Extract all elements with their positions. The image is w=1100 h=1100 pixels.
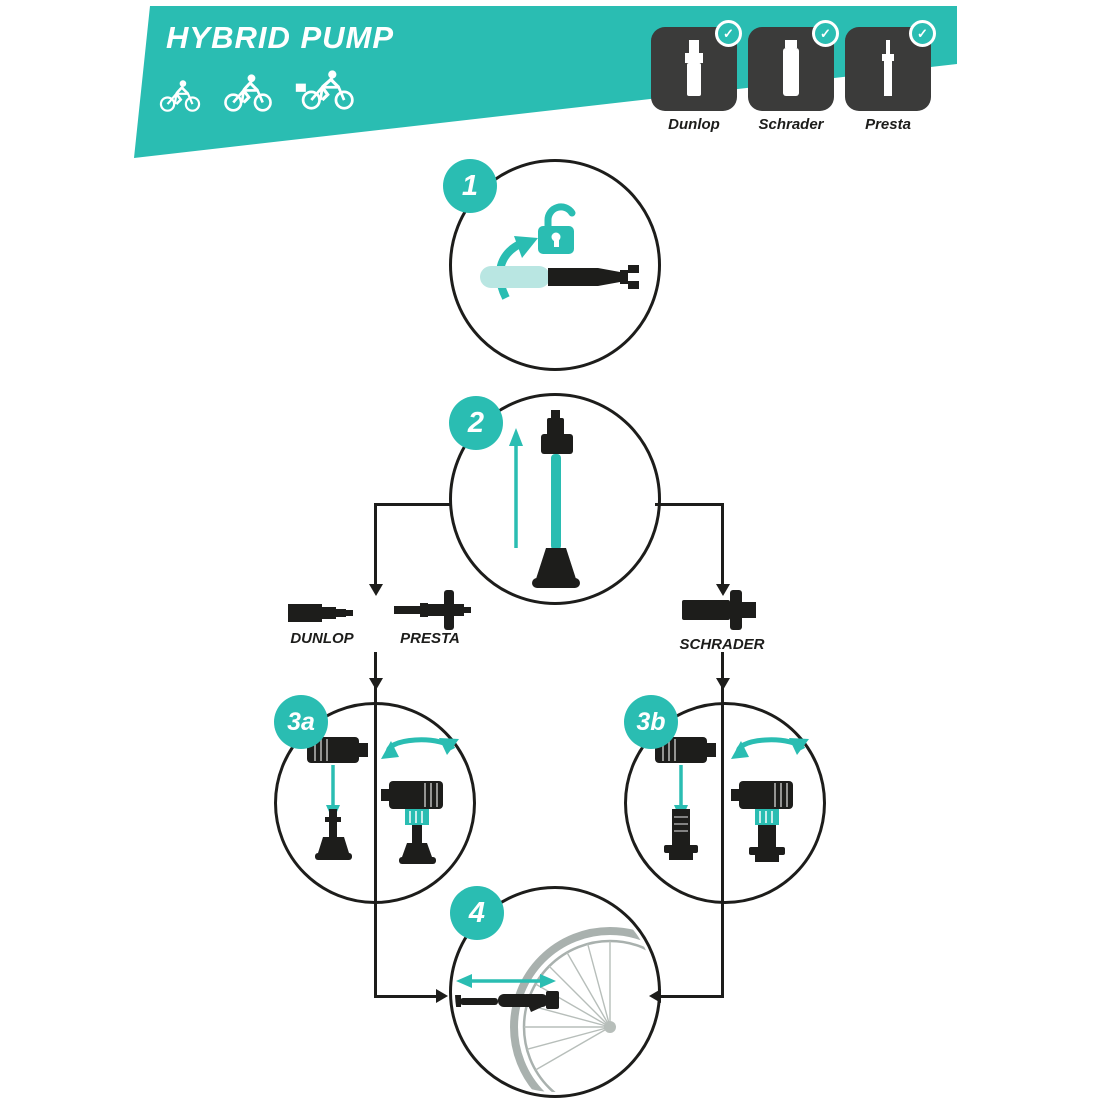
arrow-down-to-step-3a <box>369 678 383 690</box>
up-arrow-icon <box>509 428 523 548</box>
compat-box-dunlop: ✓ <box>651 20 742 111</box>
cyclist-icons <box>158 66 356 114</box>
dunlop-valve-silhouette <box>288 604 353 622</box>
compat-label-schrader: Schrader <box>758 116 824 133</box>
arrow-down-to-schrader <box>716 584 730 596</box>
connector-left-vertical <box>374 503 377 585</box>
arrow-right-to-step-4 <box>436 989 448 1003</box>
connector-right-vertical <box>721 503 724 585</box>
step-3a-badge: 3a <box>274 695 328 749</box>
step-3b-badge: 3b <box>624 695 678 749</box>
step-3a-presta-dunlop-illustration <box>307 737 459 864</box>
road-bike-cyclist-icon <box>224 74 272 112</box>
step-2-extend-hose-illustration <box>509 410 580 588</box>
valve-label-schrader: SCHRADER <box>679 636 765 653</box>
padlock-unlocked-icon <box>538 203 576 254</box>
wheel-icon <box>510 927 655 1092</box>
check-icon: ✓ <box>812 20 839 47</box>
valve-label-presta: PRESTA <box>400 630 460 647</box>
check-icon: ✓ <box>909 20 936 47</box>
compat-label-presta: Presta <box>865 116 911 133</box>
presta-valve-icon <box>315 809 352 860</box>
schrader-valve-silhouette <box>682 590 756 630</box>
compat-box-schrader: ✓ <box>748 20 839 111</box>
connector-right-flow-line <box>721 652 724 998</box>
arrow-down-to-dunlop-presta <box>369 584 383 596</box>
twist-arrow-icon <box>495 236 538 300</box>
connector-right-horizontal <box>655 503 724 506</box>
dunlop-valve-icon <box>651 27 737 111</box>
compat-label-dunlop: Dunlop <box>668 116 720 133</box>
presta-valve-icon <box>845 27 931 111</box>
connector-left-horizontal <box>375 503 451 506</box>
step-1-badge: 1 <box>443 159 497 213</box>
cargo-bike-cyclist-icon <box>295 70 354 110</box>
schrader-valve-icon <box>748 27 834 111</box>
arrow-left-to-step-4 <box>649 989 661 1003</box>
schrader-valve-icon <box>664 809 698 860</box>
compat-box-presta: ✓ <box>845 20 936 111</box>
pump-head-on-valve-icon <box>731 781 793 862</box>
step-2-badge: 2 <box>449 396 503 450</box>
pump-illustration <box>480 265 639 289</box>
connector-left-flow-line <box>374 652 377 998</box>
step-4-inflate-illustration <box>455 927 655 1092</box>
page-title: HYBRID PUMP <box>166 20 395 55</box>
valve-label-dunlop: DUNLOP <box>290 630 354 647</box>
pump-on-valve-icon <box>455 991 559 1012</box>
stroke-double-arrow-icon <box>456 974 556 988</box>
rotation-arrows-icon <box>731 737 809 759</box>
check-icon: ✓ <box>715 20 742 47</box>
step-4-badge: 4 <box>450 886 504 940</box>
presta-valve-silhouette <box>394 590 471 630</box>
hose-illustration <box>532 410 580 588</box>
pump-head-icon <box>655 737 716 763</box>
connector-bottom-right-horizontal <box>660 995 724 998</box>
rotation-arrows-icon <box>381 737 459 759</box>
step-1-unlock-pump-illustration <box>480 203 639 300</box>
pump-head-on-valve-icon <box>381 781 443 864</box>
connector-bottom-left-horizontal <box>374 995 438 998</box>
basket <box>295 83 306 92</box>
step-1-circle <box>449 159 661 371</box>
step-3b-schrader-illustration <box>655 737 809 862</box>
city-bike-cyclist-icon <box>159 80 201 112</box>
step-4-circle <box>449 886 661 1098</box>
arrow-down-to-step-3b <box>716 678 730 690</box>
